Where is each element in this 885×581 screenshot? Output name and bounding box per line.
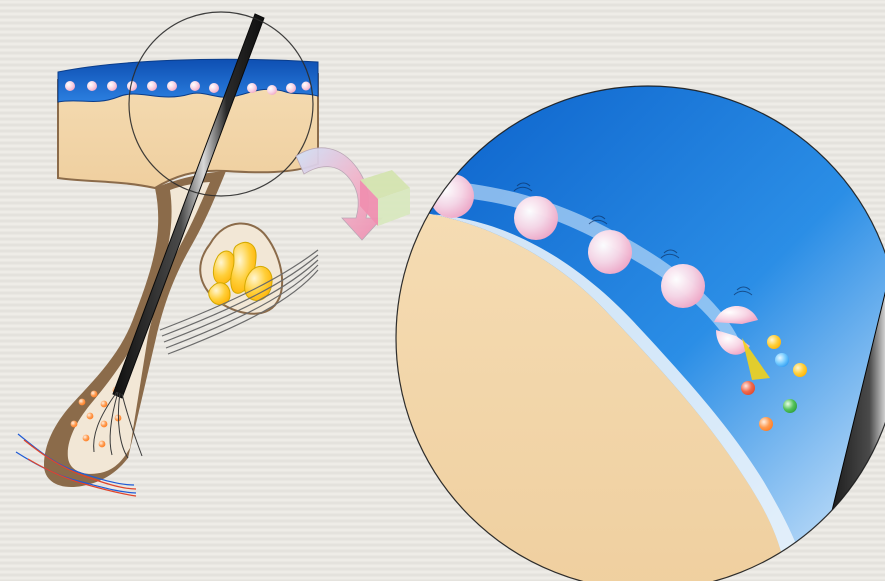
hair-follicle-diagram [0,0,885,581]
